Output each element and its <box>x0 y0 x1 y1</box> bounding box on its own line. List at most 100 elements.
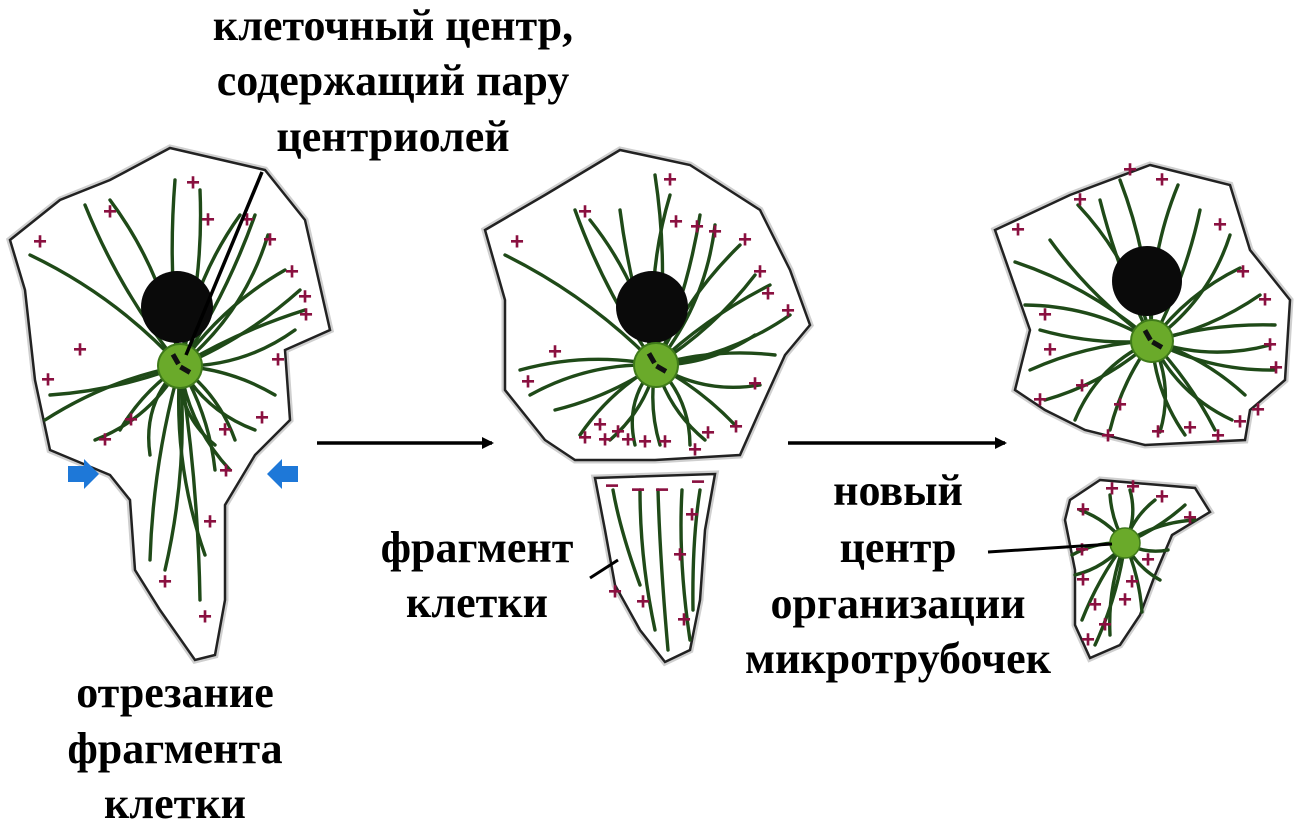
plus-end-mark: + <box>677 607 691 634</box>
plus-end-mark: + <box>781 298 795 325</box>
plus-end-mark: + <box>729 414 743 441</box>
plus-end-mark: + <box>1211 423 1225 450</box>
label-new-center: новый центр организации микротрубочек <box>745 466 1052 683</box>
cell-2-main: +++++++++++++++++++++++ <box>485 150 810 464</box>
label-cut-line-3: клетки <box>104 779 246 826</box>
plus-end-mark: + <box>748 371 762 398</box>
plus-end-mark: + <box>608 579 622 606</box>
plus-end-mark: + <box>1126 474 1140 501</box>
plus-end-mark: + <box>219 458 233 485</box>
fragment-3: +++++++++++++ <box>988 474 1210 659</box>
plus-end-mark: + <box>510 229 524 256</box>
plus-end-mark: + <box>1155 167 1169 194</box>
plus-end-mark: + <box>669 209 683 236</box>
cell-1-original: ++++++++++++++++++++ <box>10 148 330 660</box>
plus-end-mark: + <box>218 417 232 444</box>
plus-end-mark: + <box>203 509 217 536</box>
plus-end-mark: + <box>271 347 285 374</box>
centrosome-icon <box>634 343 678 387</box>
label-fragment-line-2: клетки <box>406 578 548 627</box>
plus-end-mark: + <box>1073 187 1087 214</box>
plus-end-mark: + <box>1155 484 1169 511</box>
plus-end-mark: + <box>638 429 652 456</box>
plus-end-mark: + <box>1011 217 1025 244</box>
label-fragment-line-1: фрагмент <box>381 523 574 572</box>
plus-end-mark: + <box>1075 373 1089 400</box>
plus-end-mark: + <box>263 227 277 254</box>
minus-end-mark: − <box>691 469 705 496</box>
centrosome-icon <box>1131 320 1173 362</box>
plus-end-mark: + <box>255 405 269 432</box>
plus-end-mark: + <box>158 569 172 596</box>
plus-end-mark: + <box>1105 476 1119 503</box>
plus-end-mark: + <box>688 437 702 464</box>
label-cut-line-1: отрезание <box>76 668 273 717</box>
plus-end-mark: + <box>1183 415 1197 442</box>
plus-end-mark: + <box>103 199 117 226</box>
plus-end-mark: + <box>578 425 592 452</box>
nucleus-icon <box>616 271 688 343</box>
plus-end-mark: + <box>663 167 677 194</box>
plus-end-mark: + <box>521 369 535 396</box>
plus-end-mark: + <box>1151 419 1165 446</box>
plus-end-mark: + <box>708 219 722 246</box>
plus-end-mark: + <box>1098 612 1112 639</box>
label-new-center-line-3: организации <box>771 579 1026 628</box>
label-new-center-line-2: центр <box>840 523 957 572</box>
plus-end-mark: + <box>1101 423 1115 450</box>
plus-end-mark: + <box>673 542 687 569</box>
plus-end-mark: + <box>1258 287 1272 314</box>
fragment-2: −−−−+++++ <box>590 469 715 663</box>
plus-end-mark: + <box>1183 505 1197 532</box>
label-centrosome-line-2: содержащий пару <box>217 56 570 105</box>
label-cut-line-2: фрагмента <box>67 724 282 773</box>
new-mtoc-icon <box>1110 528 1140 558</box>
plus-end-mark: + <box>41 367 55 394</box>
plus-end-mark: + <box>299 302 313 329</box>
plus-end-mark: + <box>1033 387 1047 414</box>
plus-end-mark: + <box>611 419 625 446</box>
plus-end-mark: + <box>1043 337 1057 364</box>
plus-end-mark: + <box>593 412 607 439</box>
label-new-center-line-4: микротрубочек <box>745 634 1052 683</box>
plus-end-mark: + <box>98 427 112 454</box>
plus-end-mark: + <box>1141 547 1155 574</box>
plus-end-mark: + <box>578 199 592 226</box>
label-new-center-line-1: новый <box>833 466 963 515</box>
nucleus-icon <box>1112 246 1182 316</box>
plus-end-mark: + <box>73 337 87 364</box>
plus-end-mark: + <box>285 259 299 286</box>
blue-cut-arrow-icon <box>267 459 298 489</box>
plus-end-mark: + <box>33 229 47 256</box>
label-centrosome-line-1: клеточный центр, <box>213 1 573 50</box>
plus-end-mark: + <box>198 604 212 631</box>
plus-end-mark: + <box>186 170 200 197</box>
label-centrosome: клеточный центр, содержащий пару центрио… <box>213 1 573 161</box>
plus-end-mark: + <box>1118 587 1132 614</box>
plus-end-mark: + <box>548 339 562 366</box>
label-cut: отрезание фрагмента клетки <box>67 668 282 826</box>
plus-end-mark: + <box>1038 302 1052 329</box>
plus-end-mark: + <box>738 227 752 254</box>
minus-end-mark: − <box>631 477 645 504</box>
plus-end-mark: + <box>1075 537 1089 564</box>
plus-end-mark: + <box>1076 567 1090 594</box>
plus-end-mark: + <box>1213 212 1227 239</box>
centrosome-icon <box>158 344 202 388</box>
plus-end-mark: + <box>1236 259 1250 286</box>
plus-end-mark: + <box>1269 355 1283 382</box>
plus-end-mark: + <box>685 502 699 529</box>
plus-end-mark: + <box>124 407 138 434</box>
plus-end-mark: + <box>1076 497 1090 524</box>
label-centrosome-line-3: центриолей <box>276 112 509 161</box>
cell-3-regenerated: ++++++++++++++++++++ <box>995 157 1290 450</box>
plus-end-mark: + <box>1113 392 1127 419</box>
plus-end-mark: + <box>701 420 715 447</box>
plus-end-mark: + <box>1123 157 1137 184</box>
label-fragment: фрагмент клетки <box>381 523 574 627</box>
plus-end-mark: + <box>690 214 704 241</box>
plus-end-mark: + <box>201 207 215 234</box>
plus-end-mark: + <box>1233 409 1247 436</box>
plus-end-mark: + <box>636 589 650 616</box>
